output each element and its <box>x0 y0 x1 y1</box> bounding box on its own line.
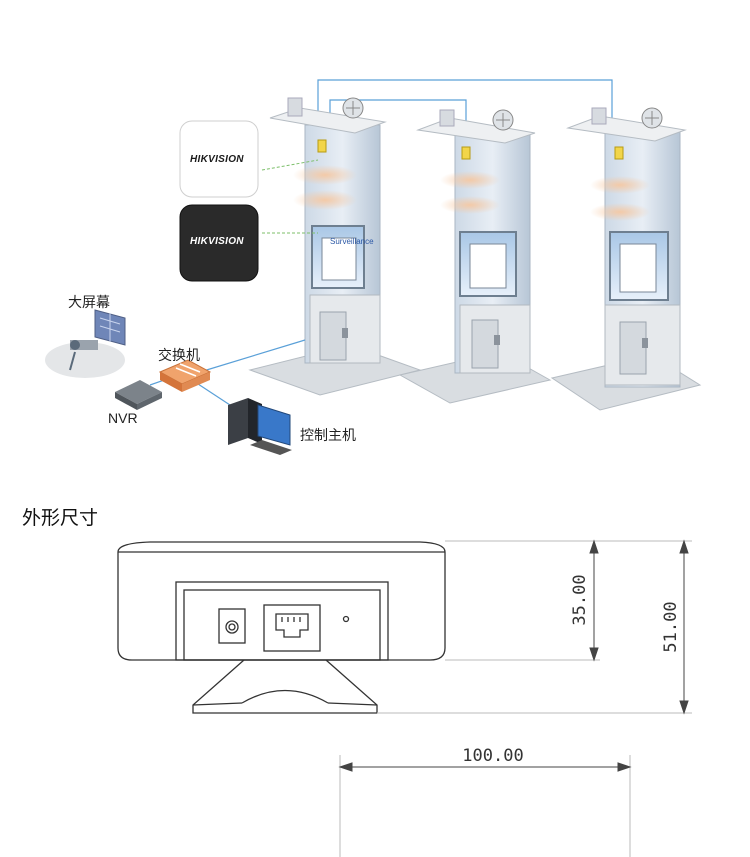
brand-logo-black: HIKVISION <box>190 236 244 247</box>
big-screen-icon <box>45 309 126 378</box>
height-total-value: 51.00 <box>661 601 681 652</box>
width-value: 100.00 <box>462 746 523 766</box>
height-inner-value: 35.00 <box>570 574 590 625</box>
nvr-label: NVR <box>108 410 138 426</box>
callout-lines <box>261 159 319 234</box>
width-dimension-lines <box>338 755 632 857</box>
elevator-shaft-2 <box>398 109 552 404</box>
big-screen-label: 大屏幕 <box>68 295 110 311</box>
elevator-shaft-1 <box>248 97 422 396</box>
section-title: 外形尺寸 <box>22 507 99 529</box>
switch-label: 交换机 <box>158 348 200 364</box>
switch-icon <box>158 359 212 392</box>
control-host-label: 控制主机 <box>300 428 356 444</box>
elevator-shaft-3 <box>550 107 702 411</box>
product-box-black <box>179 204 259 282</box>
surveillance-label: Surveillance <box>330 237 374 246</box>
height-dimension-lines <box>377 539 692 715</box>
control-host-icon <box>228 398 292 455</box>
device-outline <box>117 541 446 714</box>
brand-logo-white: HIKVISION <box>190 154 244 165</box>
product-box-white <box>179 120 259 198</box>
nvr-icon <box>115 380 162 410</box>
